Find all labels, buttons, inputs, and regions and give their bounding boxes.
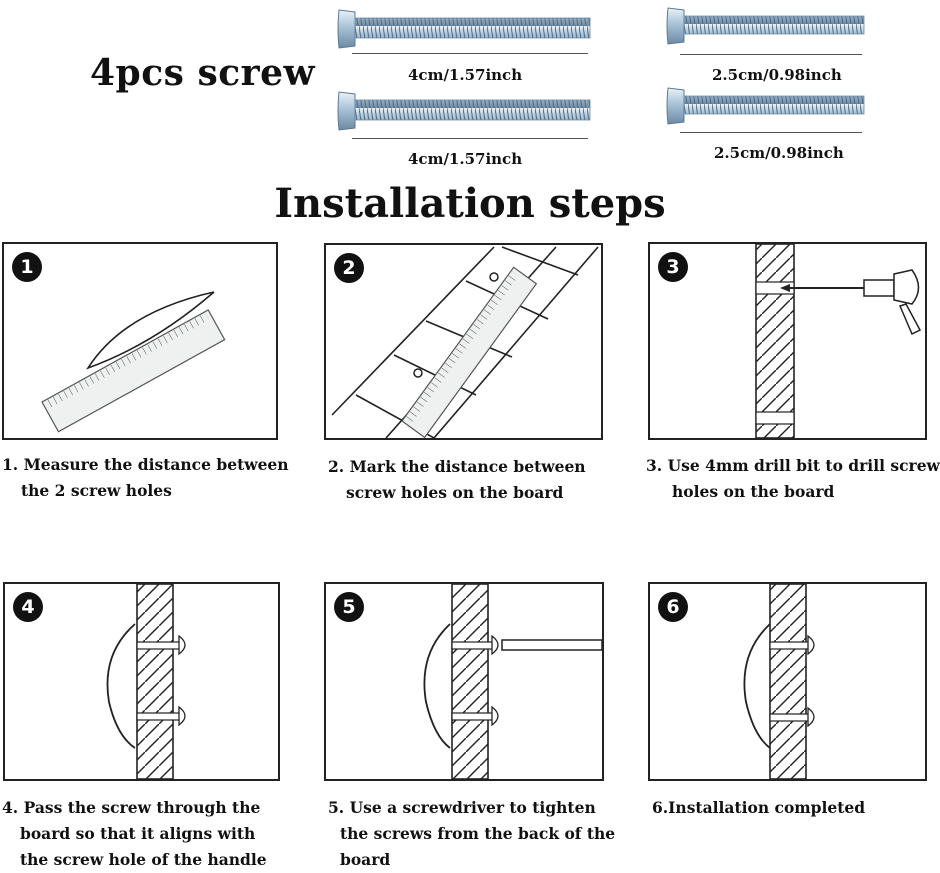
drill-icon — [780, 269, 922, 336]
step-5-panel: 5 — [324, 582, 604, 781]
screw-short-icon — [666, 7, 865, 45]
screw-count-title: 4pcs screw — [90, 52, 315, 94]
step-number-badge: 6 — [658, 592, 688, 622]
step-number-badge: 3 — [658, 252, 688, 282]
dimension-line — [680, 132, 862, 133]
handle-icon — [106, 623, 136, 749]
screw-length-label: 4cm/1.57inch — [408, 150, 523, 168]
step-2-caption: 2. Mark the distance between screw holes… — [328, 457, 586, 502]
screw-long-icon — [337, 91, 591, 131]
screw-long-icon — [337, 9, 591, 49]
step-2-panel: 2 — [324, 243, 603, 440]
board-icon — [331, 246, 599, 438]
step-6-caption: 6.Installation completed — [652, 798, 866, 817]
screw-length-label: 4cm/1.57inch — [408, 66, 523, 84]
step-1-caption: 1. Measure the distance between the 2 sc… — [2, 455, 289, 500]
screw-length-label: 2.5cm/0.98inch — [714, 144, 844, 162]
step-number-badge: 5 — [334, 592, 364, 622]
board-icon — [106, 584, 186, 779]
step-number-badge: 4 — [13, 592, 43, 622]
step-3-caption: 3. Use 4mm drill bit to drill screw hole… — [646, 456, 940, 501]
step-number-badge: 2 — [334, 253, 364, 283]
step-1-panel: 1 — [2, 242, 278, 440]
screwdriver-icon — [501, 639, 602, 651]
board-icon — [423, 584, 602, 779]
step-5-caption: 5. Use a screwdriver to tighten the scre… — [328, 798, 616, 869]
screw-length-label: 2.5cm/0.98inch — [712, 66, 842, 84]
dimension-line — [352, 53, 588, 54]
step-3-panel: 3 — [648, 242, 927, 440]
handle-icon — [743, 623, 771, 749]
installation-steps-title: Installation steps — [274, 180, 666, 227]
dimension-line — [680, 54, 862, 55]
ruler-icon — [41, 291, 226, 433]
step-4-caption: 4. Pass the screw through the board so t… — [2, 798, 267, 869]
board-icon — [743, 584, 815, 779]
step-number-badge: 1 — [12, 252, 42, 282]
step-6-panel: 6 — [648, 582, 927, 781]
screw-short-icon — [666, 87, 865, 125]
step-4-panel: 4 — [3, 582, 280, 781]
board-icon — [755, 244, 922, 438]
dimension-line — [352, 138, 588, 139]
handle-icon — [86, 291, 215, 370]
handle-icon — [423, 623, 451, 749]
